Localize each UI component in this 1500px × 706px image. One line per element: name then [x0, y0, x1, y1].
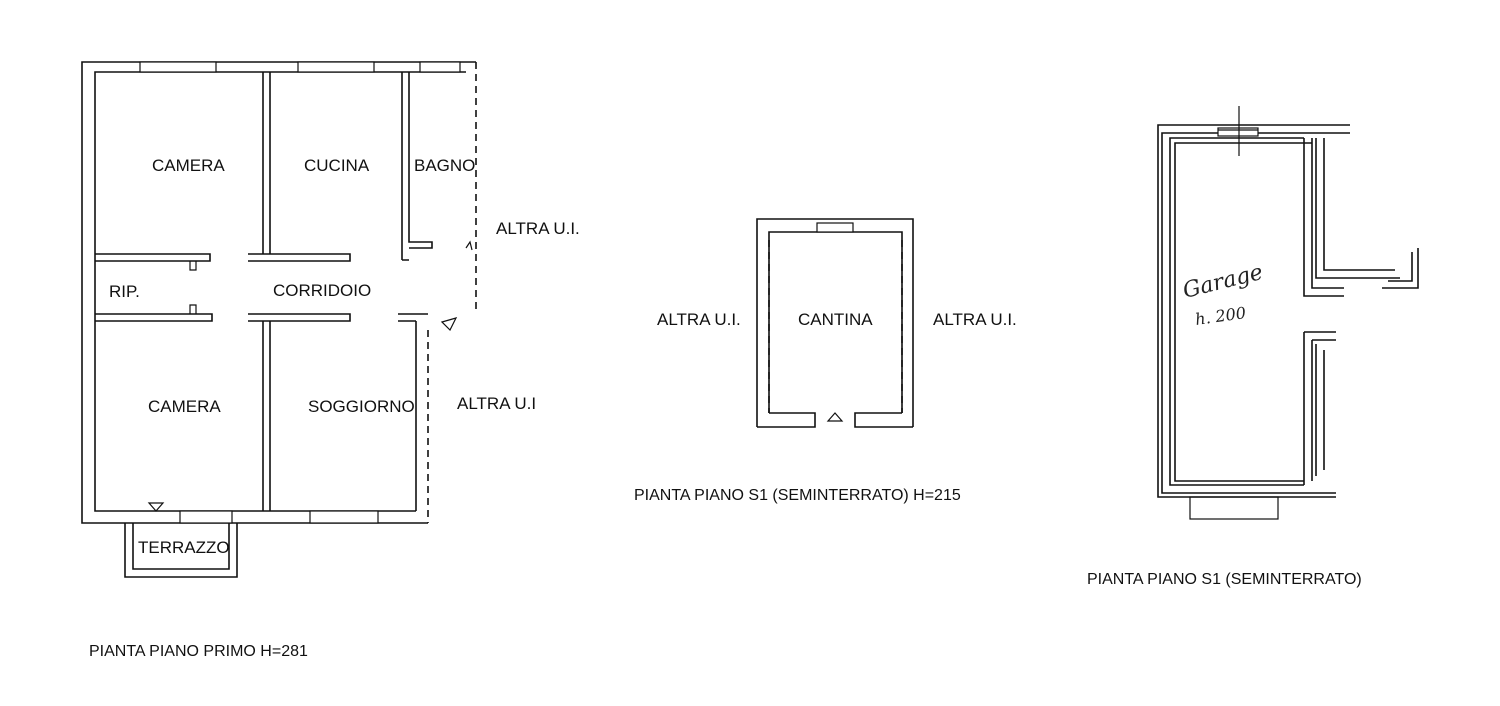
room-label-terrazzo: TERRAZZO: [138, 538, 230, 557]
garage-right-notch: [1382, 248, 1419, 289]
garage-right-upper-outer: [1315, 138, 1400, 279]
partition-top-rooms-corridor: [95, 253, 351, 262]
room-label-cantina: CANTINA: [798, 310, 873, 329]
neighbor-label-right-top: ALTRA U.I.: [496, 219, 580, 238]
garage-right-upper: [1303, 138, 1344, 297]
room-label-corridoio: CORRIDOIO: [273, 281, 371, 300]
cellar-bottom-wall-right: [854, 412, 913, 428]
garage-section-mark: [1218, 106, 1258, 156]
window-camera-bottom: [179, 510, 233, 524]
partition-corridor-bottom-rooms: [95, 313, 428, 322]
room-label-rip: RIP.: [109, 282, 140, 301]
cellar-neighbor-right: ALTRA U.I.: [933, 310, 1017, 329]
room-label-cucina: CUCINA: [304, 156, 370, 175]
window-cucina: [297, 61, 375, 73]
room-label-soggiorno: SOGGIORNO: [308, 397, 415, 416]
first-floor-entrance-marker: [440, 240, 473, 332]
terrazzo-outline-inner: [132, 523, 230, 570]
garage-inner-wall: [1169, 137, 1304, 486]
garage-note-line1: Garage: [1180, 260, 1265, 304]
garage-outer-wall-2: [1161, 132, 1350, 494]
garage-right-lower: [1303, 331, 1336, 485]
rip-door-stub-top: [189, 261, 197, 271]
cellar-vent: [816, 222, 854, 233]
cellar-neighbor-left: ALTRA U.I.: [657, 310, 741, 329]
garage-outer-wall: [1157, 124, 1350, 498]
partition-cucina-bagno: [401, 72, 433, 261]
garage-vent: [1217, 127, 1259, 137]
room-label-camera-bottom: CAMERA: [148, 397, 221, 416]
first-floor-caption: PIANTA PIANO PRIMO H=281: [89, 643, 308, 660]
cellar-outer-wall-top: [756, 218, 914, 427]
window-bagno: [419, 61, 461, 73]
window-camera-top: [139, 61, 217, 73]
cellar-entry-marker: [826, 412, 844, 422]
cellar-bottom-wall-left: [757, 412, 816, 428]
window-soggiorno: [309, 510, 379, 524]
first-floor-outer-wall: [81, 61, 476, 524]
garage-door-box: [1189, 496, 1279, 520]
room-label-bagno: BAGNO: [414, 156, 475, 175]
neighbor-label-right-bottom: ALTRA U.I: [457, 394, 536, 413]
rip-door-stub-bottom: [189, 304, 197, 314]
first-floor-inner-wall: [94, 71, 466, 512]
partition-camera-soggiorno: [262, 321, 271, 511]
cellar-caption: PIANTA PIANO S1 (SEMINTERRATO) H=215: [634, 487, 961, 504]
terrazzo-entry-marker: [147, 502, 165, 512]
cellar-plan: CANTINA ALTRA U.I. ALTRA U.I. PIANTA PIA…: [634, 218, 1017, 504]
terrazzo-outline-outer: [124, 523, 238, 578]
garage-plan: Garage h. 200 PIANTA PIANO S1 (SEMINTERR…: [1087, 106, 1419, 588]
garage-note-line2: h. 200: [1194, 303, 1247, 329]
first-floor-plan: CAMERA CUCINA BAGNO RIP. CORRIDOIO CAMER…: [81, 61, 580, 660]
partition-camera-cucina: [262, 72, 271, 254]
garage-caption: PIANTA PIANO S1 (SEMINTERRATO): [1087, 571, 1362, 588]
room-label-camera-top: CAMERA: [152, 156, 225, 175]
